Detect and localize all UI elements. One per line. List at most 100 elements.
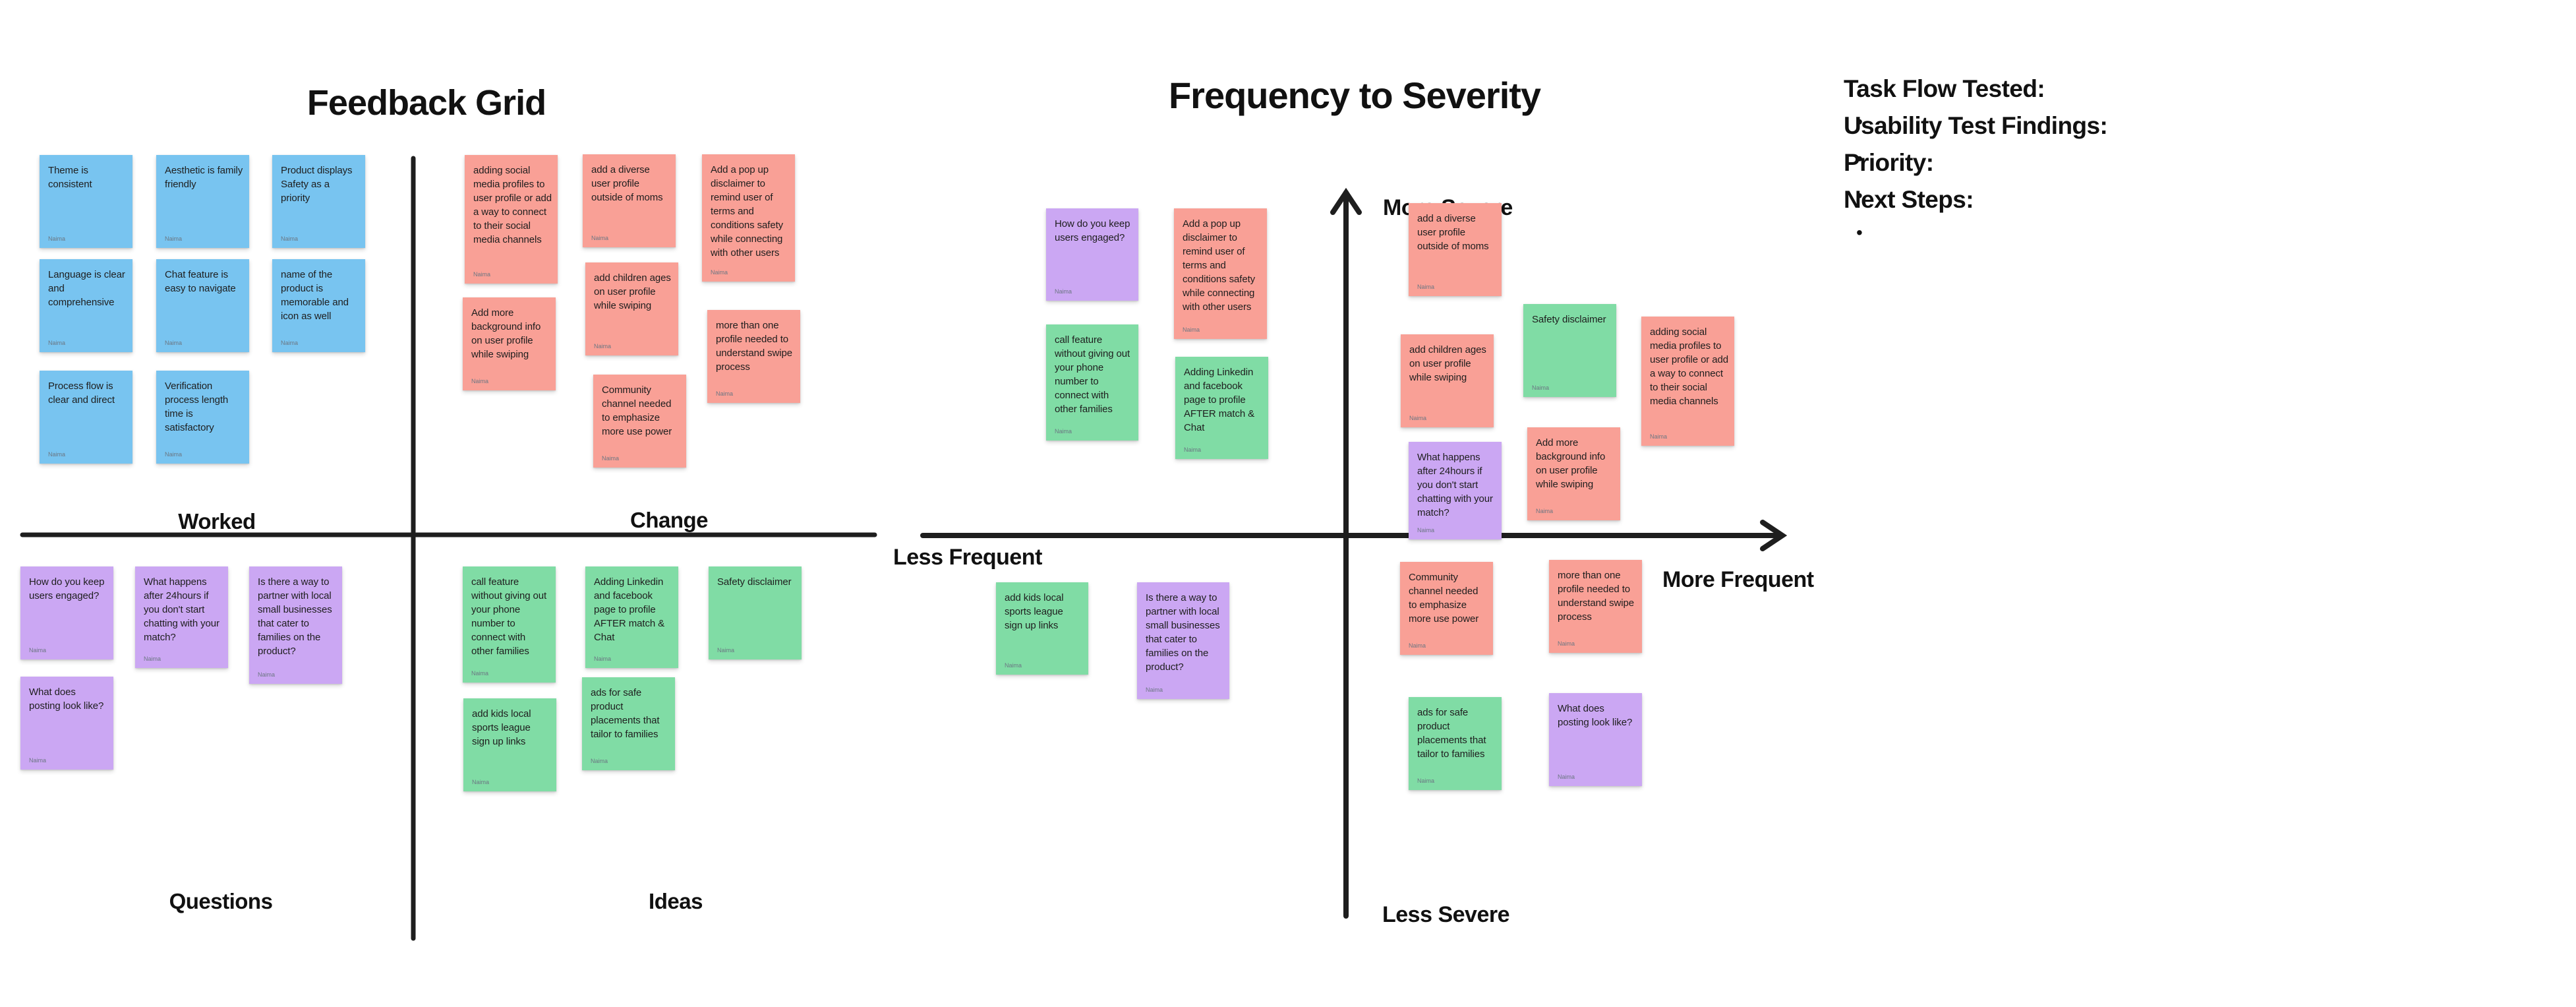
sticky-note[interactable]: What does posting look like? Naima <box>1549 693 1642 786</box>
sticky-note[interactable]: Is there a way to partner with local sma… <box>1137 582 1229 699</box>
sticky-note[interactable]: more than one profile needed to understa… <box>707 310 800 403</box>
sticky-note[interactable]: add a diverse user profile outside of mo… <box>1409 203 1502 296</box>
sticky-note-text: name of the product is memorable and ico… <box>281 269 349 322</box>
sticky-note-author: Naima <box>1183 326 1200 333</box>
sticky-note[interactable]: add children ages on user profile while … <box>585 262 678 355</box>
sticky-note[interactable]: add a diverse user profile outside of mo… <box>583 154 676 247</box>
sticky-note-text: Theme is consistent <box>48 165 92 190</box>
sticky-note-text: adding social media profiles to user pro… <box>473 165 552 245</box>
sticky-note-author: Naima <box>48 340 66 346</box>
sticky-note-text: Community channel needed to emphasize mo… <box>602 384 672 437</box>
sticky-note[interactable]: Add a pop up disclaimer to remind user o… <box>1174 208 1267 339</box>
sticky-note-text: Adding Linkedin and facebook page to pro… <box>594 576 665 643</box>
sticky-note-text: more than one profile needed to understa… <box>716 320 792 373</box>
sticky-note[interactable]: name of the product is memorable and ico… <box>272 259 365 352</box>
sticky-note[interactable]: Process flow is clear and direct Naima <box>40 371 132 464</box>
sticky-note-text: call feature without giving out your pho… <box>471 576 547 657</box>
sticky-note[interactable]: What happens after 24hours if you don't … <box>135 566 228 668</box>
sticky-note[interactable]: ads for safe product placements that tai… <box>582 677 675 770</box>
sticky-note[interactable]: Language is clear and comprehensive Naim… <box>40 259 132 352</box>
sticky-note[interactable]: Verification process length time is sati… <box>156 371 249 464</box>
sticky-note[interactable]: ads for safe product placements that tai… <box>1409 697 1502 790</box>
sticky-note-text: add kids local sports league sign up lin… <box>472 708 531 747</box>
sticky-note[interactable]: call feature without giving out your pho… <box>1046 324 1138 441</box>
sticky-note-author: Naima <box>1184 446 1202 453</box>
sticky-note[interactable]: Safety disclaimer Naima <box>1523 304 1616 397</box>
sticky-note[interactable]: Chat feature is easy to navigate Naima <box>156 259 249 352</box>
quadrant-label-questions: Questions <box>169 889 273 913</box>
sticky-note-author: Naima <box>602 455 620 462</box>
sticky-note-text: Community channel needed to emphasize mo… <box>1409 572 1479 625</box>
sticky-note-author: Naima <box>471 670 489 677</box>
sticky-note-text: What does posting look like? <box>1558 703 1633 728</box>
axis-label-less-severe: Less Severe <box>1382 902 1510 927</box>
sticky-note-author: Naima <box>1409 642 1426 649</box>
sticky-note[interactable]: Theme is consistent Naima <box>40 155 132 248</box>
sticky-note-author: Naima <box>165 340 183 346</box>
sticky-note[interactable]: Adding Linkedin and facebook page to pro… <box>1175 357 1268 459</box>
sticky-note[interactable]: call feature without giving out your pho… <box>463 566 556 683</box>
sticky-note-author: Naima <box>1417 284 1435 290</box>
sticky-note-author: Naima <box>594 343 612 350</box>
sticky-note[interactable]: What happens after 24hours if you don't … <box>1409 442 1502 539</box>
sticky-note-author: Naima <box>165 451 183 458</box>
sticky-note-author: Naima <box>258 671 276 678</box>
feedback-grid-title: Feedback Grid <box>307 83 546 123</box>
quadrant-label-ideas: Ideas <box>649 889 703 913</box>
sticky-note-author: Naima <box>471 378 489 384</box>
sticky-note-text: more than one profile needed to understa… <box>1558 570 1634 623</box>
sticky-note-author: Naima <box>1417 527 1435 534</box>
sticky-note-author: Naima <box>281 340 299 346</box>
sticky-note[interactable]: Community channel needed to emphasize mo… <box>593 375 686 468</box>
sticky-note[interactable]: adding social media profiles to user pro… <box>465 155 558 284</box>
sticky-note[interactable]: Community channel needed to emphasize mo… <box>1400 562 1493 655</box>
quadrant-label-worked: Worked <box>178 509 256 534</box>
sticky-note[interactable]: Add more background info on user profile… <box>1527 427 1620 520</box>
sticky-note-author: Naima <box>29 757 47 764</box>
sticky-note[interactable]: Is there a way to partner with local sma… <box>249 566 342 684</box>
sticky-note[interactable]: Aesthetic is family friendly Naima <box>156 155 249 248</box>
sticky-note[interactable]: Adding Linkedin and facebook page to pro… <box>585 566 678 668</box>
sticky-note[interactable]: Add more background info on user profile… <box>463 297 556 390</box>
sticky-note[interactable]: How do you keep users engaged? Naima <box>1046 208 1138 301</box>
sticky-note[interactable]: add kids local sports league sign up lin… <box>463 698 556 791</box>
sticky-note-author: Naima <box>717 647 735 654</box>
sticky-note[interactable]: How do you keep users engaged? Naima <box>20 566 113 659</box>
sticky-note-author: Naima <box>711 269 728 276</box>
sticky-note[interactable]: add children ages on user profile while … <box>1401 334 1494 427</box>
sticky-note-text: add a diverse user profile outside of mo… <box>591 164 663 203</box>
sticky-note-text: What happens after 24hours if you don't … <box>144 576 220 643</box>
sticky-note-text: Verification process length time is sati… <box>165 381 229 433</box>
sticky-note-text: What happens after 24hours if you don't … <box>1417 452 1493 518</box>
sticky-note-author: Naima <box>591 235 609 241</box>
sticky-note-text: add a diverse user profile outside of mo… <box>1417 213 1489 252</box>
sticky-note-author: Naima <box>281 235 299 242</box>
sticky-note-text: call feature without giving out your pho… <box>1055 334 1130 415</box>
sticky-note-text: Add more background info on user profile… <box>471 307 541 360</box>
sticky-note-text: add children ages on user profile while … <box>594 272 671 311</box>
sticky-note-author: Naima <box>48 451 66 458</box>
sticky-note-text: Aesthetic is family friendly <box>165 165 243 190</box>
sticky-note[interactable]: adding social media profiles to user pro… <box>1641 317 1734 446</box>
axis-label-less-frequent: Less Frequent <box>893 545 1042 570</box>
sticky-note-author: Naima <box>1005 662 1022 669</box>
sticky-note-author: Naima <box>472 779 490 785</box>
section-heading-next-steps: Next Steps: <box>1844 186 1974 213</box>
sticky-note-text: add children ages on user profile while … <box>1409 344 1486 383</box>
sticky-note[interactable]: Add a pop up disclaimer to remind user o… <box>702 154 795 282</box>
sticky-note[interactable]: Product displays Safety as a priority Na… <box>272 155 365 248</box>
sticky-note[interactable]: more than one profile needed to understa… <box>1549 560 1642 653</box>
sticky-note[interactable]: What does posting look like? Naima <box>20 677 113 770</box>
sticky-note[interactable]: Safety disclaimer Naima <box>709 566 802 659</box>
sticky-note-text: Chat feature is easy to navigate <box>165 269 236 294</box>
sticky-note-text: Product displays Safety as a priority <box>281 165 353 204</box>
sticky-note-text: What does posting look like? <box>29 687 104 712</box>
sticky-note-author: Naima <box>716 390 734 397</box>
sticky-note[interactable]: add kids local sports league sign up lin… <box>996 582 1088 675</box>
sticky-note-text: add kids local sports league sign up lin… <box>1005 592 1064 631</box>
sticky-note-author: Naima <box>473 271 491 278</box>
sticky-note-author: Naima <box>165 235 183 242</box>
sticky-note-author: Naima <box>144 656 161 662</box>
sticky-note-text: Adding Linkedin and facebook page to pro… <box>1184 367 1255 433</box>
